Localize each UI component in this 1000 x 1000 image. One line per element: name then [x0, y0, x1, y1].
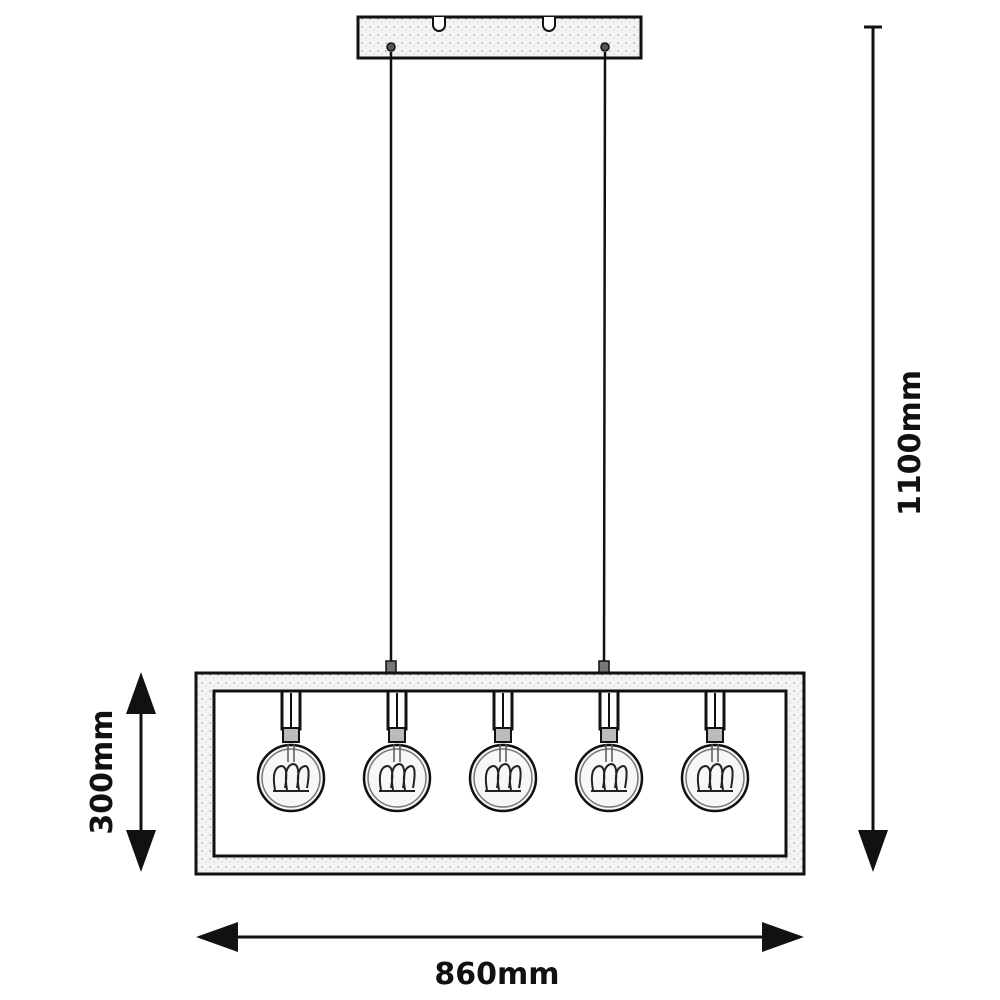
- total-height-dimension: [858, 25, 888, 872]
- bulb-2: [362, 689, 432, 813]
- frame-height-label: 300mm: [85, 709, 120, 834]
- suspension-cable-right: [602, 51, 607, 667]
- frame-height-dimension: [126, 672, 156, 872]
- bulb-3: [468, 689, 538, 813]
- width-label: 860mm: [434, 957, 559, 992]
- ceiling-canopy: [356, 15, 643, 60]
- lamp-frame: [194, 671, 806, 876]
- bulbs-group: [256, 689, 750, 813]
- total-height-label: 1100mm: [893, 370, 928, 516]
- bulb-4: [574, 689, 644, 813]
- suspension-cables: [385, 51, 610, 674]
- bulb-1: [256, 689, 326, 813]
- width-dimension: [196, 922, 804, 952]
- bulb-5: [680, 689, 750, 813]
